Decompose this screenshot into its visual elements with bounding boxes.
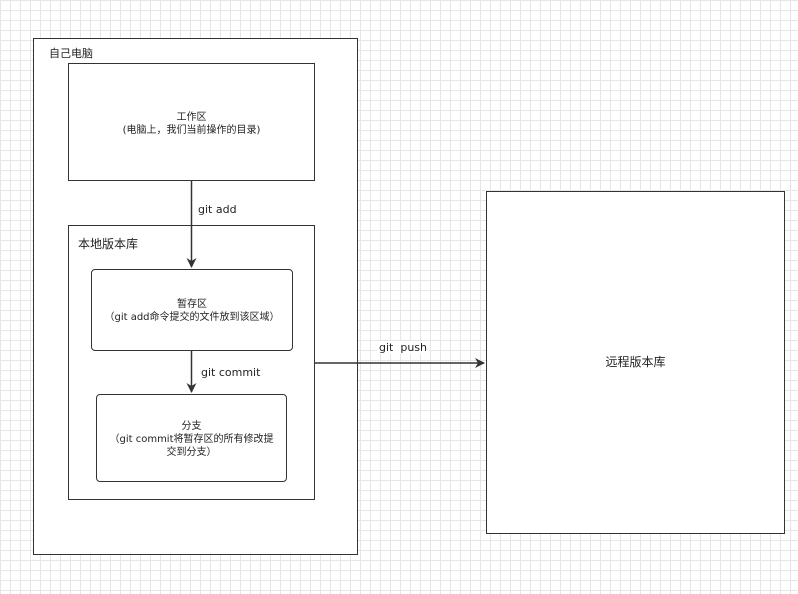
git-commit-label: git commit [199, 366, 263, 379]
remote-repo-node: 远程版本库 [486, 191, 785, 534]
branch-title: 分支 [181, 421, 202, 432]
local-repo-label: 本地版本库 [78, 237, 139, 251]
local-computer-label: 自己电脑 [49, 47, 93, 60]
workspace-title: 工作区 [176, 112, 207, 123]
git-push-label: git push [377, 341, 430, 354]
workspace-subtitle: (电脑上，我们当前操作的目录) [122, 125, 261, 136]
staging-subtitle: （git add命令提交的文件放到该区域） [104, 312, 280, 323]
staging-title: 暂存区 [177, 299, 207, 310]
branch-node: 分支 （git commit将暂存区的所有修改提 交到分支） [96, 394, 287, 482]
staging-node: 暂存区 （git add命令提交的文件放到该区域） [91, 269, 293, 351]
git-add-label: git add [196, 203, 239, 216]
remote-repo-title: 远程版本库 [605, 355, 666, 369]
workspace-node: 工作区 (电脑上，我们当前操作的目录) [68, 63, 315, 181]
branch-subtitle-line2: 交到分支） [166, 447, 217, 458]
branch-subtitle-line1: （git commit将暂存区的所有修改提 [109, 434, 274, 445]
